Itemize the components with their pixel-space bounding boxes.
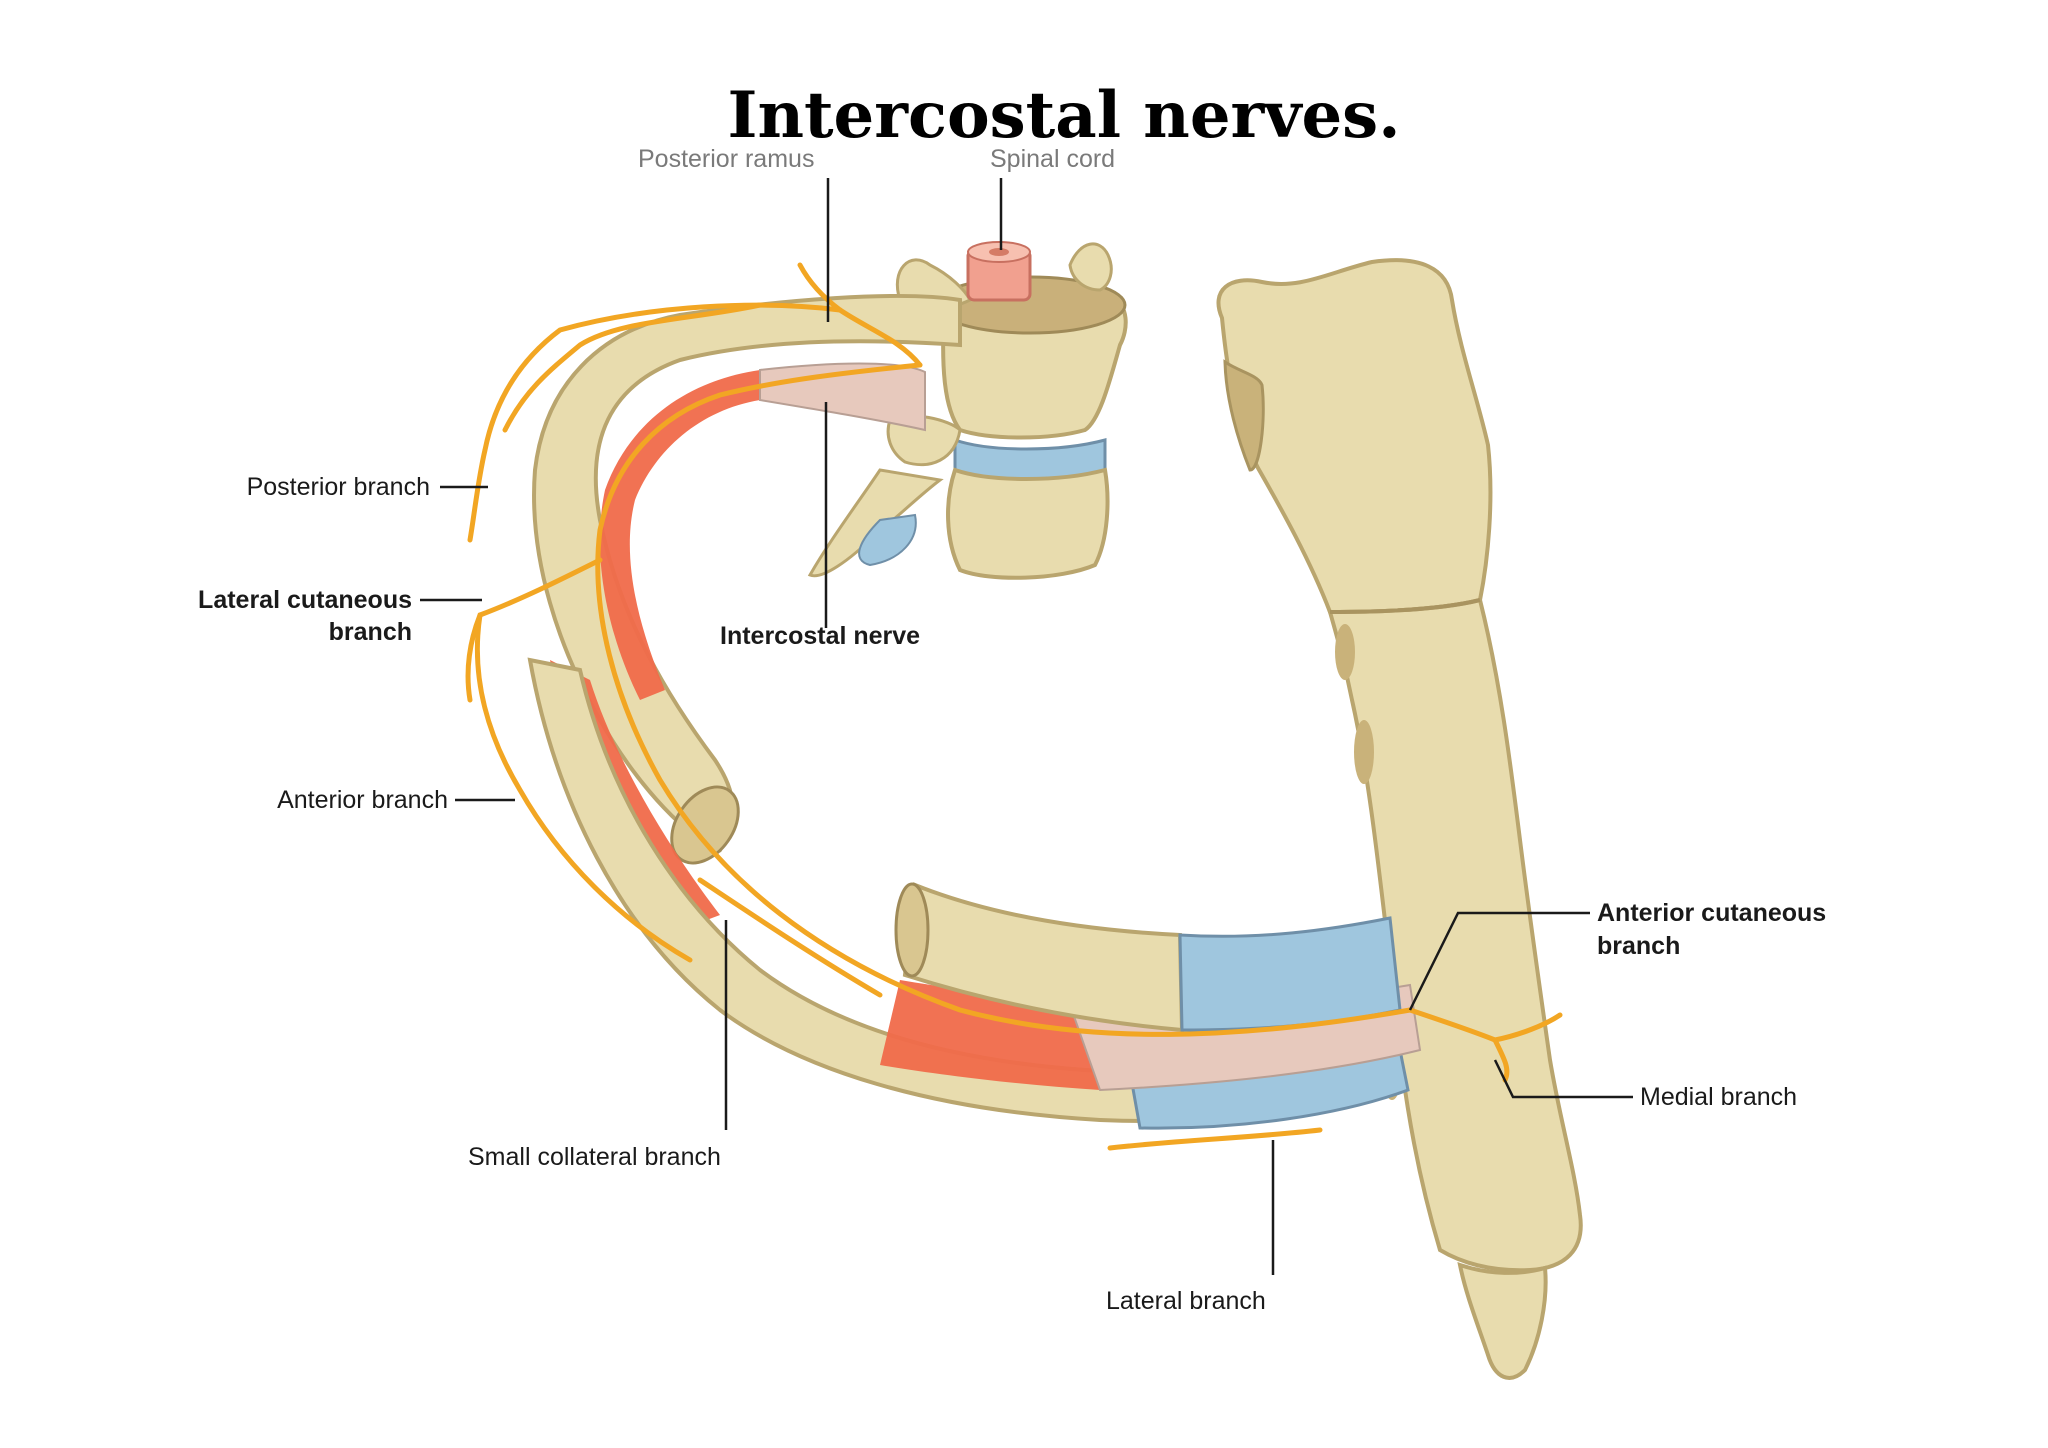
jugular-notch <box>1223 359 1265 472</box>
sternum-manubrium <box>1216 258 1493 615</box>
xiphoid-process <box>1457 1262 1548 1380</box>
spinous-process-right <box>1068 242 1113 292</box>
label-posterior-ramus: Posterior ramus <box>638 145 815 173</box>
spinous-process-lower <box>807 468 944 578</box>
leader-anterior-cutaneous <box>1408 911 1590 1011</box>
sternum-body <box>1327 597 1583 1273</box>
sternum <box>1216 258 1583 1380</box>
rib-cut-end <box>670 785 740 865</box>
small-collateral-nerve <box>697 877 883 998</box>
intercostal-nerve-paths <box>465 262 1563 1151</box>
middle-costal-cartilage <box>1178 916 1402 1032</box>
label-spinal-cord: Spinal cord <box>990 145 1116 173</box>
label-lateral-cutaneous-line1: Lateral cutaneous <box>198 586 412 614</box>
leader-lines <box>420 178 1633 1275</box>
label-anterior-branch: Anterior branch <box>277 786 448 814</box>
anterior-branch-nerve <box>474 612 693 963</box>
label-medial-branch: Medial branch <box>1640 1083 1798 1111</box>
facet-lower <box>858 513 917 567</box>
medial-branch-nerve <box>1492 1037 1510 1083</box>
thoracic-vertebrae <box>807 241 1128 580</box>
vertebra-lower <box>946 467 1110 580</box>
label-anterior-cutaneous-line1: Anterior cutaneous <box>1597 899 1827 927</box>
central-canal <box>989 248 1009 256</box>
intercostal-nerve-trunk <box>595 362 1413 1037</box>
posterior-muscle-red <box>599 370 760 700</box>
label-posterior-branch: Posterior branch <box>246 473 430 501</box>
label-lateral-branch: Lateral branch <box>1106 1287 1266 1315</box>
lateral-branch-nerve <box>1107 1127 1323 1151</box>
label-lateral-cutaneous-line2: branch <box>328 618 412 646</box>
posterior-branch-nerve <box>467 302 843 543</box>
costal-notch-1 <box>1335 624 1355 680</box>
label-small-collateral-branch: Small collateral branch <box>468 1143 721 1171</box>
upper-rib <box>532 293 962 865</box>
posterior-branch-nerve-2 <box>502 302 763 433</box>
label-intercostal-nerve: Intercostal nerve <box>720 622 921 650</box>
sternal-angle <box>1329 598 1481 614</box>
label-anterior-cutaneous-line2: branch <box>1597 932 1681 960</box>
transverse-process-lower <box>886 414 962 467</box>
middle-rib-anterior <box>894 882 1402 1033</box>
diagram-title: Intercostal nerves. <box>727 78 1401 153</box>
costal-notch-2 <box>1354 720 1374 784</box>
middle-rib-cut-end <box>894 882 930 978</box>
leader-medial-branch <box>1493 1059 1633 1099</box>
